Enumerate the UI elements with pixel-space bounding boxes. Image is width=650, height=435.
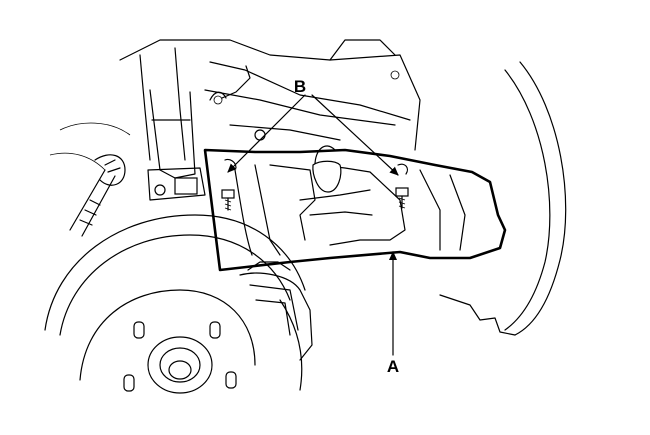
- drive-shaft-boot: [49, 122, 131, 237]
- engine-frame-structure: [119, 39, 421, 161]
- brake-caliper: [239, 261, 313, 361]
- callout-label-a: A: [387, 357, 399, 376]
- strut-assembly: [147, 89, 206, 201]
- leader-arrows: [227, 94, 399, 356]
- splash-shield-part-a: [203, 145, 507, 272]
- mounting-bolt-left: [221, 158, 237, 211]
- mounting-bolt-right: [395, 163, 409, 209]
- brake-disc-hub: [44, 214, 306, 394]
- fender-liner-outline: [439, 61, 567, 336]
- callout-label-b: B: [294, 77, 306, 96]
